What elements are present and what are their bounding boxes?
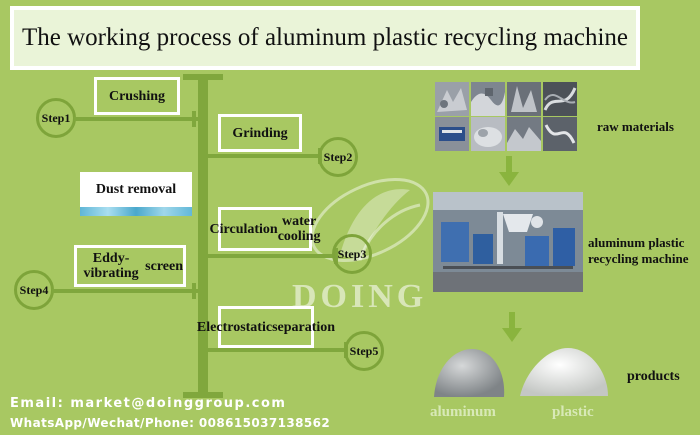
eddy-screen-label-box: Eddy-vibrating screen xyxy=(74,245,186,287)
step4-branch xyxy=(52,289,198,293)
arrow-down-icon xyxy=(499,156,519,186)
electrostatic-label-box: Electrostatic separation xyxy=(197,306,335,348)
step1-branch-end xyxy=(192,111,196,127)
step2-branch xyxy=(208,154,322,158)
machine-label: aluminum plastic recycling machine xyxy=(588,235,689,267)
eddy-screen-label: Eddy-vibrating screen xyxy=(77,248,183,284)
aluminum-label: aluminum xyxy=(430,404,496,420)
machine-label-line2: recycling machine xyxy=(588,251,689,266)
dust-removal-water-strip xyxy=(80,207,192,216)
cooling-label-box: Circulation water cooling xyxy=(210,207,321,251)
raw-material-photo-2 xyxy=(471,82,505,116)
raw-material-photo-3 xyxy=(507,82,541,116)
electrostatic-label: Electrostatic separation xyxy=(197,309,335,345)
cooling-label-line2: water cooling xyxy=(277,214,321,244)
title-inner: The working process of aluminum plastic … xyxy=(14,10,636,66)
raw-material-photo-6 xyxy=(471,117,505,151)
step4-circle: Step4 xyxy=(14,270,54,310)
products-label: products xyxy=(627,369,680,384)
eddy-screen-label-line1: Eddy-vibrating xyxy=(83,251,139,281)
step5-branch xyxy=(208,348,348,352)
electrostatic-label-line2: separation xyxy=(272,319,336,335)
raw-material-photo-7 xyxy=(507,117,541,151)
step1-circle: Step1 xyxy=(36,98,76,138)
trunk-bottom-cap xyxy=(183,392,223,398)
raw-materials-label: raw materials xyxy=(597,119,674,134)
aluminum-powder-pile xyxy=(434,349,505,397)
cooling-label-line1: Circulation xyxy=(209,221,278,237)
grinding-label: Grinding xyxy=(221,117,299,149)
step1-branch xyxy=(74,117,198,121)
cooling-label: Circulation water cooling xyxy=(210,210,321,248)
dust-removal-label: Dust removal xyxy=(95,182,177,197)
arrow-down-icon-2 xyxy=(502,312,522,342)
title-banner: The working process of aluminum plastic … xyxy=(10,6,640,70)
raw-material-photo-5 xyxy=(435,117,469,151)
page-title: The working process of aluminum plastic … xyxy=(21,24,629,51)
step5-circle: Step5 xyxy=(344,331,384,371)
step3-circle: Step3 xyxy=(332,234,372,274)
process-trunk xyxy=(198,78,208,396)
trunk-top-cap xyxy=(183,74,223,80)
eddy-screen-label-line2: screen xyxy=(145,258,183,274)
plastic-powder-pile xyxy=(520,348,608,396)
step2-circle: Step2 xyxy=(318,137,358,177)
crushing-label-box: Crushing xyxy=(94,77,180,115)
step3-branch xyxy=(208,254,338,258)
raw-material-photo-4 xyxy=(543,82,577,116)
dust-removal-box: Dust removal xyxy=(80,172,192,212)
contact-email: Email: market@doinggroup.com xyxy=(10,396,287,411)
contact-phone: WhatsApp/Wechat/Phone: 008615037138562 xyxy=(10,416,331,430)
plastic-label: plastic xyxy=(552,404,594,420)
recycling-machine-photo xyxy=(433,192,583,292)
raw-material-photo-1 xyxy=(435,82,469,116)
raw-material-photo-8 xyxy=(543,117,577,151)
grinding-label-box: Grinding xyxy=(218,114,302,152)
machine-label-line1: aluminum plastic xyxy=(588,235,685,250)
electrostatic-label-line1: Electrostatic xyxy=(196,319,273,335)
step4-branch-end xyxy=(192,283,196,299)
crushing-label: Crushing xyxy=(97,80,177,112)
